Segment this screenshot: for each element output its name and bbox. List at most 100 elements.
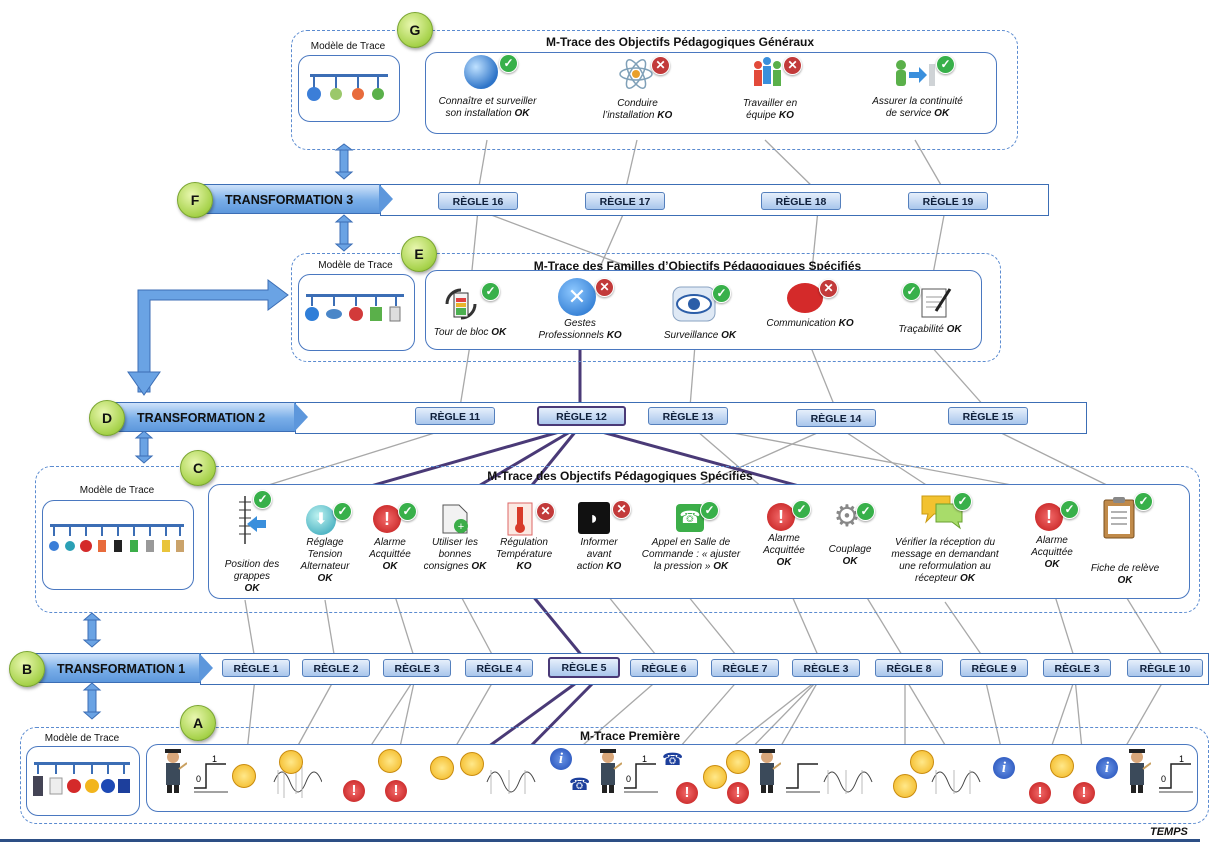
objective-line: Réglage (306, 537, 344, 548)
info-icon: i (993, 757, 1015, 779)
idea-bulb-icon (378, 749, 402, 773)
rule-12[interactable]: RÈGLE 12 (537, 406, 626, 426)
grappes-icon (239, 496, 266, 544)
rule-18[interactable]: RÈGLE 18 (761, 192, 841, 210)
rule-9[interactable]: RÈGLE 9 (960, 659, 1028, 677)
time-axis-label: TEMPS (1150, 826, 1188, 838)
transformation-3-marker: F (177, 182, 213, 218)
rule-13[interactable]: RÈGLE 13 (648, 407, 728, 425)
idea-bulb-icon (1050, 754, 1074, 778)
rule-11[interactable]: RÈGLE 11 (415, 407, 495, 425)
trace-model-icon (33, 762, 130, 796)
objective-line: une reformulation au (899, 561, 991, 572)
objective-line: Fiche de relève (1090, 563, 1160, 574)
speaker-icon: ◗ (578, 502, 610, 534)
ko-cross-icon: ✕ (612, 500, 631, 519)
rule-19[interactable]: RÈGLE 19 (908, 192, 988, 210)
instructor-icon (759, 749, 781, 793)
instructor-icon (1129, 749, 1151, 793)
section-c-title: M-Trace des Objectifs Pédagogiques Spéci… (487, 469, 753, 483)
svg-text:1: 1 (212, 754, 217, 764)
section-c-marker: C (180, 450, 216, 486)
model-label-a: Modèle de Trace (44, 733, 120, 744)
status-ok: OK (491, 327, 507, 338)
objective-line: message en demandant (891, 549, 999, 560)
alarm-icon: ! (676, 782, 698, 804)
transformation-2-marker: D (89, 400, 125, 436)
status-ko: KO (516, 561, 532, 572)
status-ko: KO (778, 110, 794, 121)
idea-bulb-icon (910, 750, 934, 774)
rule-7[interactable]: RÈGLE 7 (711, 659, 779, 677)
status-ok: OK (514, 108, 530, 119)
rule-14[interactable]: RÈGLE 14 (796, 409, 876, 427)
trace-model-icon (307, 74, 388, 101)
objective-line: Alarme (374, 537, 406, 548)
objective-text-2: l’installation (602, 110, 655, 121)
rule-10[interactable]: RÈGLE 10 (1127, 659, 1203, 677)
gears-icon: ⚙ (833, 500, 861, 533)
communication-icon (787, 283, 823, 313)
objective-line: Alarme (768, 533, 800, 544)
alarm-icon: ! (343, 780, 365, 802)
team-icon (754, 57, 781, 86)
rule-2[interactable]: RÈGLE 2 (302, 659, 370, 677)
ok-check-icon: ✓ (792, 500, 811, 519)
alarm-icon: ! (1029, 782, 1051, 804)
atom-icon (619, 59, 653, 89)
section-g (291, 30, 1018, 150)
status-ok: OK (960, 573, 976, 584)
rule-16[interactable]: RÈGLE 16 (438, 192, 518, 210)
telephone-icon: ☎ (569, 775, 591, 794)
rule-8[interactable]: RÈGLE 8 (875, 659, 943, 677)
objective-line: Acquittée (763, 545, 805, 556)
ok-check-icon: ✓ (253, 490, 272, 509)
ko-cross-icon: ✕ (536, 502, 555, 521)
objective-text: Travailler en (742, 98, 798, 109)
rule-4[interactable]: RÈGLE 4 (465, 659, 533, 677)
rule-6[interactable]: RÈGLE 6 (630, 659, 698, 677)
family-text: Surveillance (663, 330, 719, 341)
objective-line: Acquittée (369, 549, 411, 560)
info-icon: i (1096, 757, 1118, 779)
rule-3-third[interactable]: RÈGLE 3 (1043, 659, 1111, 677)
objective-line: action (576, 561, 604, 572)
svg-text:1: 1 (642, 754, 647, 764)
transformation-3-label: TRANSFORMATION 3 (190, 184, 393, 214)
svg-text:1: 1 (1179, 754, 1184, 764)
svg-text:+: + (458, 521, 464, 533)
status-ok: OK (946, 324, 962, 335)
rule-17[interactable]: RÈGLE 17 (585, 192, 665, 210)
ok-check-icon: ✓ (712, 284, 731, 303)
objective-line: Position des (224, 559, 280, 570)
rule-1[interactable]: RÈGLE 1 (222, 659, 290, 677)
status-ok: OK (842, 556, 858, 567)
status-ok: OK (721, 330, 737, 341)
objective-line: Alternateur (300, 561, 350, 572)
objective-line: Informer (580, 537, 618, 548)
model-label-g: Modèle de Trace (310, 41, 386, 52)
objective-line: Utiliser les (431, 537, 479, 548)
section-g-title: M-Trace des Objectifs Pédagogiques Génér… (545, 35, 815, 49)
rule-3-second[interactable]: RÈGLE 3 (792, 659, 860, 677)
ko-cross-icon: ✕ (595, 278, 614, 297)
thermometer-icon (507, 502, 533, 536)
model-label-e: Modèle de Trace (318, 260, 393, 271)
objective-line: consignes (423, 561, 469, 572)
idea-bulb-icon (460, 752, 484, 776)
rule-3[interactable]: RÈGLE 3 (383, 659, 451, 677)
objective-text: Connaître et surveiller (438, 96, 537, 107)
objective-line: grappes (233, 571, 271, 582)
ok-check-icon: ✓ (856, 502, 875, 521)
rule-15[interactable]: RÈGLE 15 (948, 407, 1028, 425)
family-text: Communication (766, 318, 836, 329)
step-signal-icon: 10 (624, 754, 658, 793)
alarm-icon: ! (373, 505, 401, 533)
objective-line: récepteur (914, 573, 958, 584)
transformation-2-label: TRANSFORMATION 2 (102, 402, 308, 432)
objective-line: la pression » (653, 561, 711, 572)
status-ko: KO (838, 318, 854, 329)
rule-5[interactable]: RÈGLE 5 (548, 657, 620, 678)
sine-wave-icon (931, 770, 981, 794)
model-label-c: Modèle de Trace (79, 485, 155, 496)
